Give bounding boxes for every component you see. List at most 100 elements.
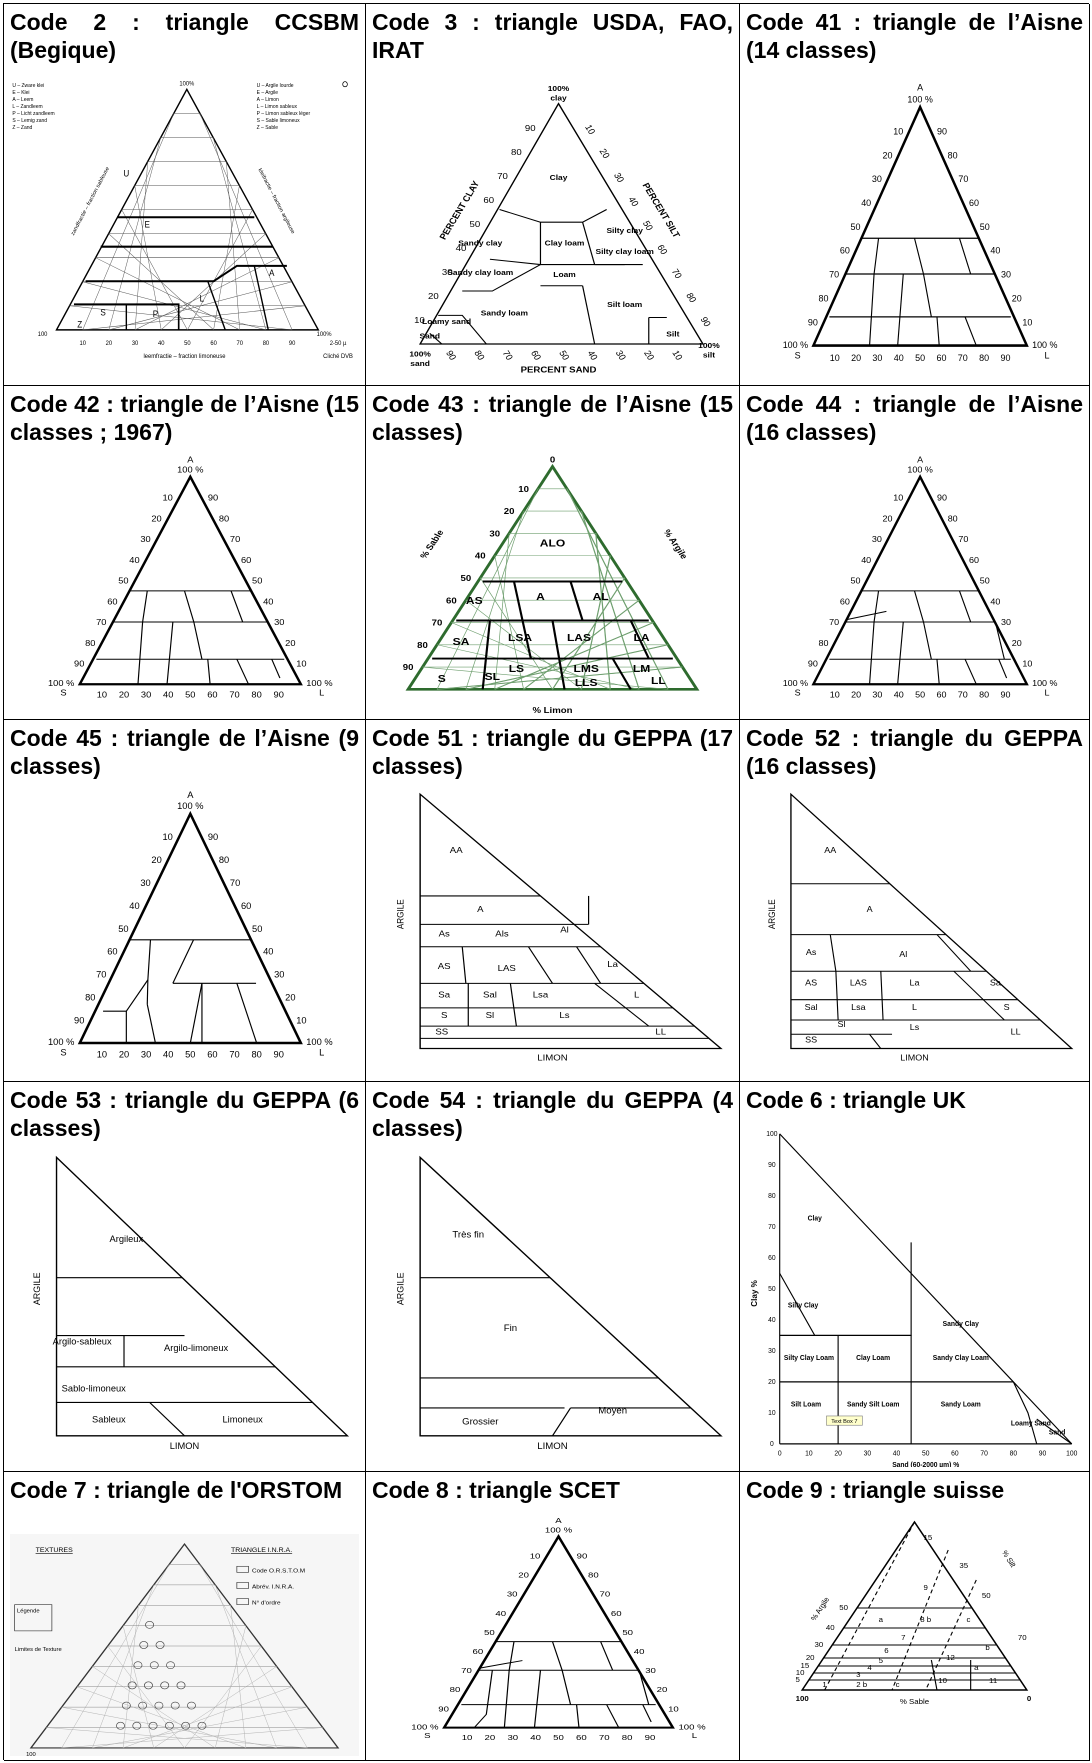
- boundary-line: [835, 971, 839, 1021]
- class-label: LM: [633, 664, 650, 675]
- zone-label: Z: [77, 319, 82, 329]
- cell-code-44: Code 44 : triangle de l’Aisne (16 classe…: [740, 386, 1090, 720]
- triangle-outline: [55, 1155, 350, 1437]
- class-label: Sl: [486, 1011, 495, 1020]
- dashed-line: [824, 1521, 916, 1691]
- left-tick-label: 20: [883, 514, 893, 524]
- class-label: Sa: [438, 990, 450, 999]
- boundary-line: [551, 1407, 572, 1437]
- corner-label: 100: [796, 1694, 809, 1702]
- y-axis-label: ARGILE: [395, 1272, 405, 1305]
- boundary-line: [166, 621, 174, 685]
- left-tick-label: 20: [151, 514, 161, 523]
- bottom-tick-label: 60: [936, 353, 946, 363]
- boundary-line: [146, 979, 149, 1005]
- boundary-line: [551, 1641, 572, 1705]
- boundary-line: [207, 280, 226, 331]
- legend-right-item: L – Limon sableux: [257, 104, 298, 110]
- bottom-tick-label: 70: [237, 340, 244, 347]
- class-label: 10: [938, 1676, 947, 1684]
- boundary-line: [606, 1704, 620, 1728]
- legend-swatch: [236, 1582, 249, 1589]
- left-tick-label: 30: [815, 1640, 824, 1648]
- corner-label: 100%: [317, 331, 332, 338]
- grid-line: [184, 1645, 262, 1749]
- left-tick-label: 70: [829, 617, 839, 627]
- left-tick-label: 20: [883, 150, 893, 160]
- class-label: A: [536, 592, 545, 603]
- class-label: Sl: [837, 1020, 845, 1029]
- right-tick-label: 70: [230, 535, 240, 544]
- y-tick-label: 70: [768, 1224, 776, 1231]
- class-label: Ls: [559, 1011, 570, 1020]
- order-circle: [155, 1641, 165, 1649]
- right-tick-label: 30: [1001, 269, 1011, 279]
- right-tick-label: 20: [657, 1685, 668, 1694]
- right-tick-label: 80: [948, 150, 958, 160]
- left-tick-label: 20: [504, 507, 515, 516]
- left-tick-label: 15: [800, 1661, 809, 1669]
- cell-title: Code 54 : triangle du GEPPA (4 classes): [372, 1087, 733, 1141]
- class-label: ALO: [540, 538, 566, 549]
- legend-right-item: E – Argile: [257, 90, 278, 96]
- legend-right-item: A – Limon: [257, 97, 279, 103]
- cell-title: Code 42 : triangle de l’Aisne (15 classe…: [10, 391, 359, 445]
- order-circle: [132, 1721, 142, 1730]
- class-label: LL: [651, 676, 666, 687]
- boundary-line: [429, 332, 443, 345]
- left-tick-label: 50: [851, 576, 861, 586]
- cell-title: Code 7 : triangle de l'ORSTOM: [10, 1477, 343, 1503]
- class-label: Sandy clay loam: [447, 269, 513, 277]
- bottom-tick-label: 30: [132, 340, 139, 347]
- right-tick-label: 90: [577, 1551, 588, 1560]
- order-circle: [164, 1721, 174, 1730]
- class-label: Sandy Loam: [941, 1402, 981, 1409]
- apex-percent-label: 100 %: [545, 1526, 573, 1535]
- class-label: a: [879, 1615, 884, 1623]
- left-tick-label: 20: [518, 1571, 529, 1580]
- order-circle: [149, 1661, 159, 1670]
- bottom-tick-label: 30: [141, 1050, 151, 1060]
- x-tick-label: 20: [834, 1450, 842, 1457]
- right-tick-label: 50: [622, 1628, 633, 1637]
- boundary-line: [880, 971, 884, 1021]
- boundary-line: [846, 610, 887, 621]
- left-tick-label: 80: [819, 638, 829, 648]
- right-tick-label: 70: [1018, 1633, 1027, 1641]
- bottom-tick-label: 60: [210, 340, 217, 347]
- x-axis-label: LIMON: [537, 1053, 567, 1062]
- triangle-outline: [800, 1520, 1029, 1691]
- class-label: Silty clay loam: [595, 247, 653, 255]
- class-label: Clay Loam: [856, 1355, 890, 1362]
- bottom-tick-label: 20: [642, 349, 657, 362]
- order-circle: [181, 1721, 191, 1730]
- left-corner-letter: S: [795, 350, 801, 360]
- right-tick-label: 90: [208, 493, 218, 502]
- boundary-line: [1012, 1381, 1038, 1445]
- left-tick-label: 90: [808, 659, 818, 669]
- scan-background: [10, 1534, 359, 1756]
- triangle-outline: [77, 810, 303, 1045]
- boundary-line: [236, 659, 250, 685]
- right-tick-label: 60: [969, 555, 979, 565]
- right-tick-label: 50: [641, 219, 656, 232]
- right-corner-letter: L: [1045, 688, 1050, 698]
- left-tick-label: 70: [432, 618, 443, 627]
- cell-code-54: Code 54 : triangle du GEPPA (4 classes) …: [366, 1082, 740, 1472]
- legend-item: N° d'ordre: [252, 1601, 281, 1607]
- boundary-line: [897, 273, 904, 346]
- boundary-line: [936, 659, 940, 685]
- left-tick-label: 50: [461, 574, 472, 583]
- credit-label: Cliché DVB: [323, 353, 353, 360]
- triangle-outline: [77, 474, 303, 686]
- grid-line: [436, 644, 640, 690]
- bottom-tick-label: 40: [585, 349, 600, 362]
- left-tick-label: 70: [96, 970, 106, 980]
- right-tick-label: 15: [923, 1533, 932, 1541]
